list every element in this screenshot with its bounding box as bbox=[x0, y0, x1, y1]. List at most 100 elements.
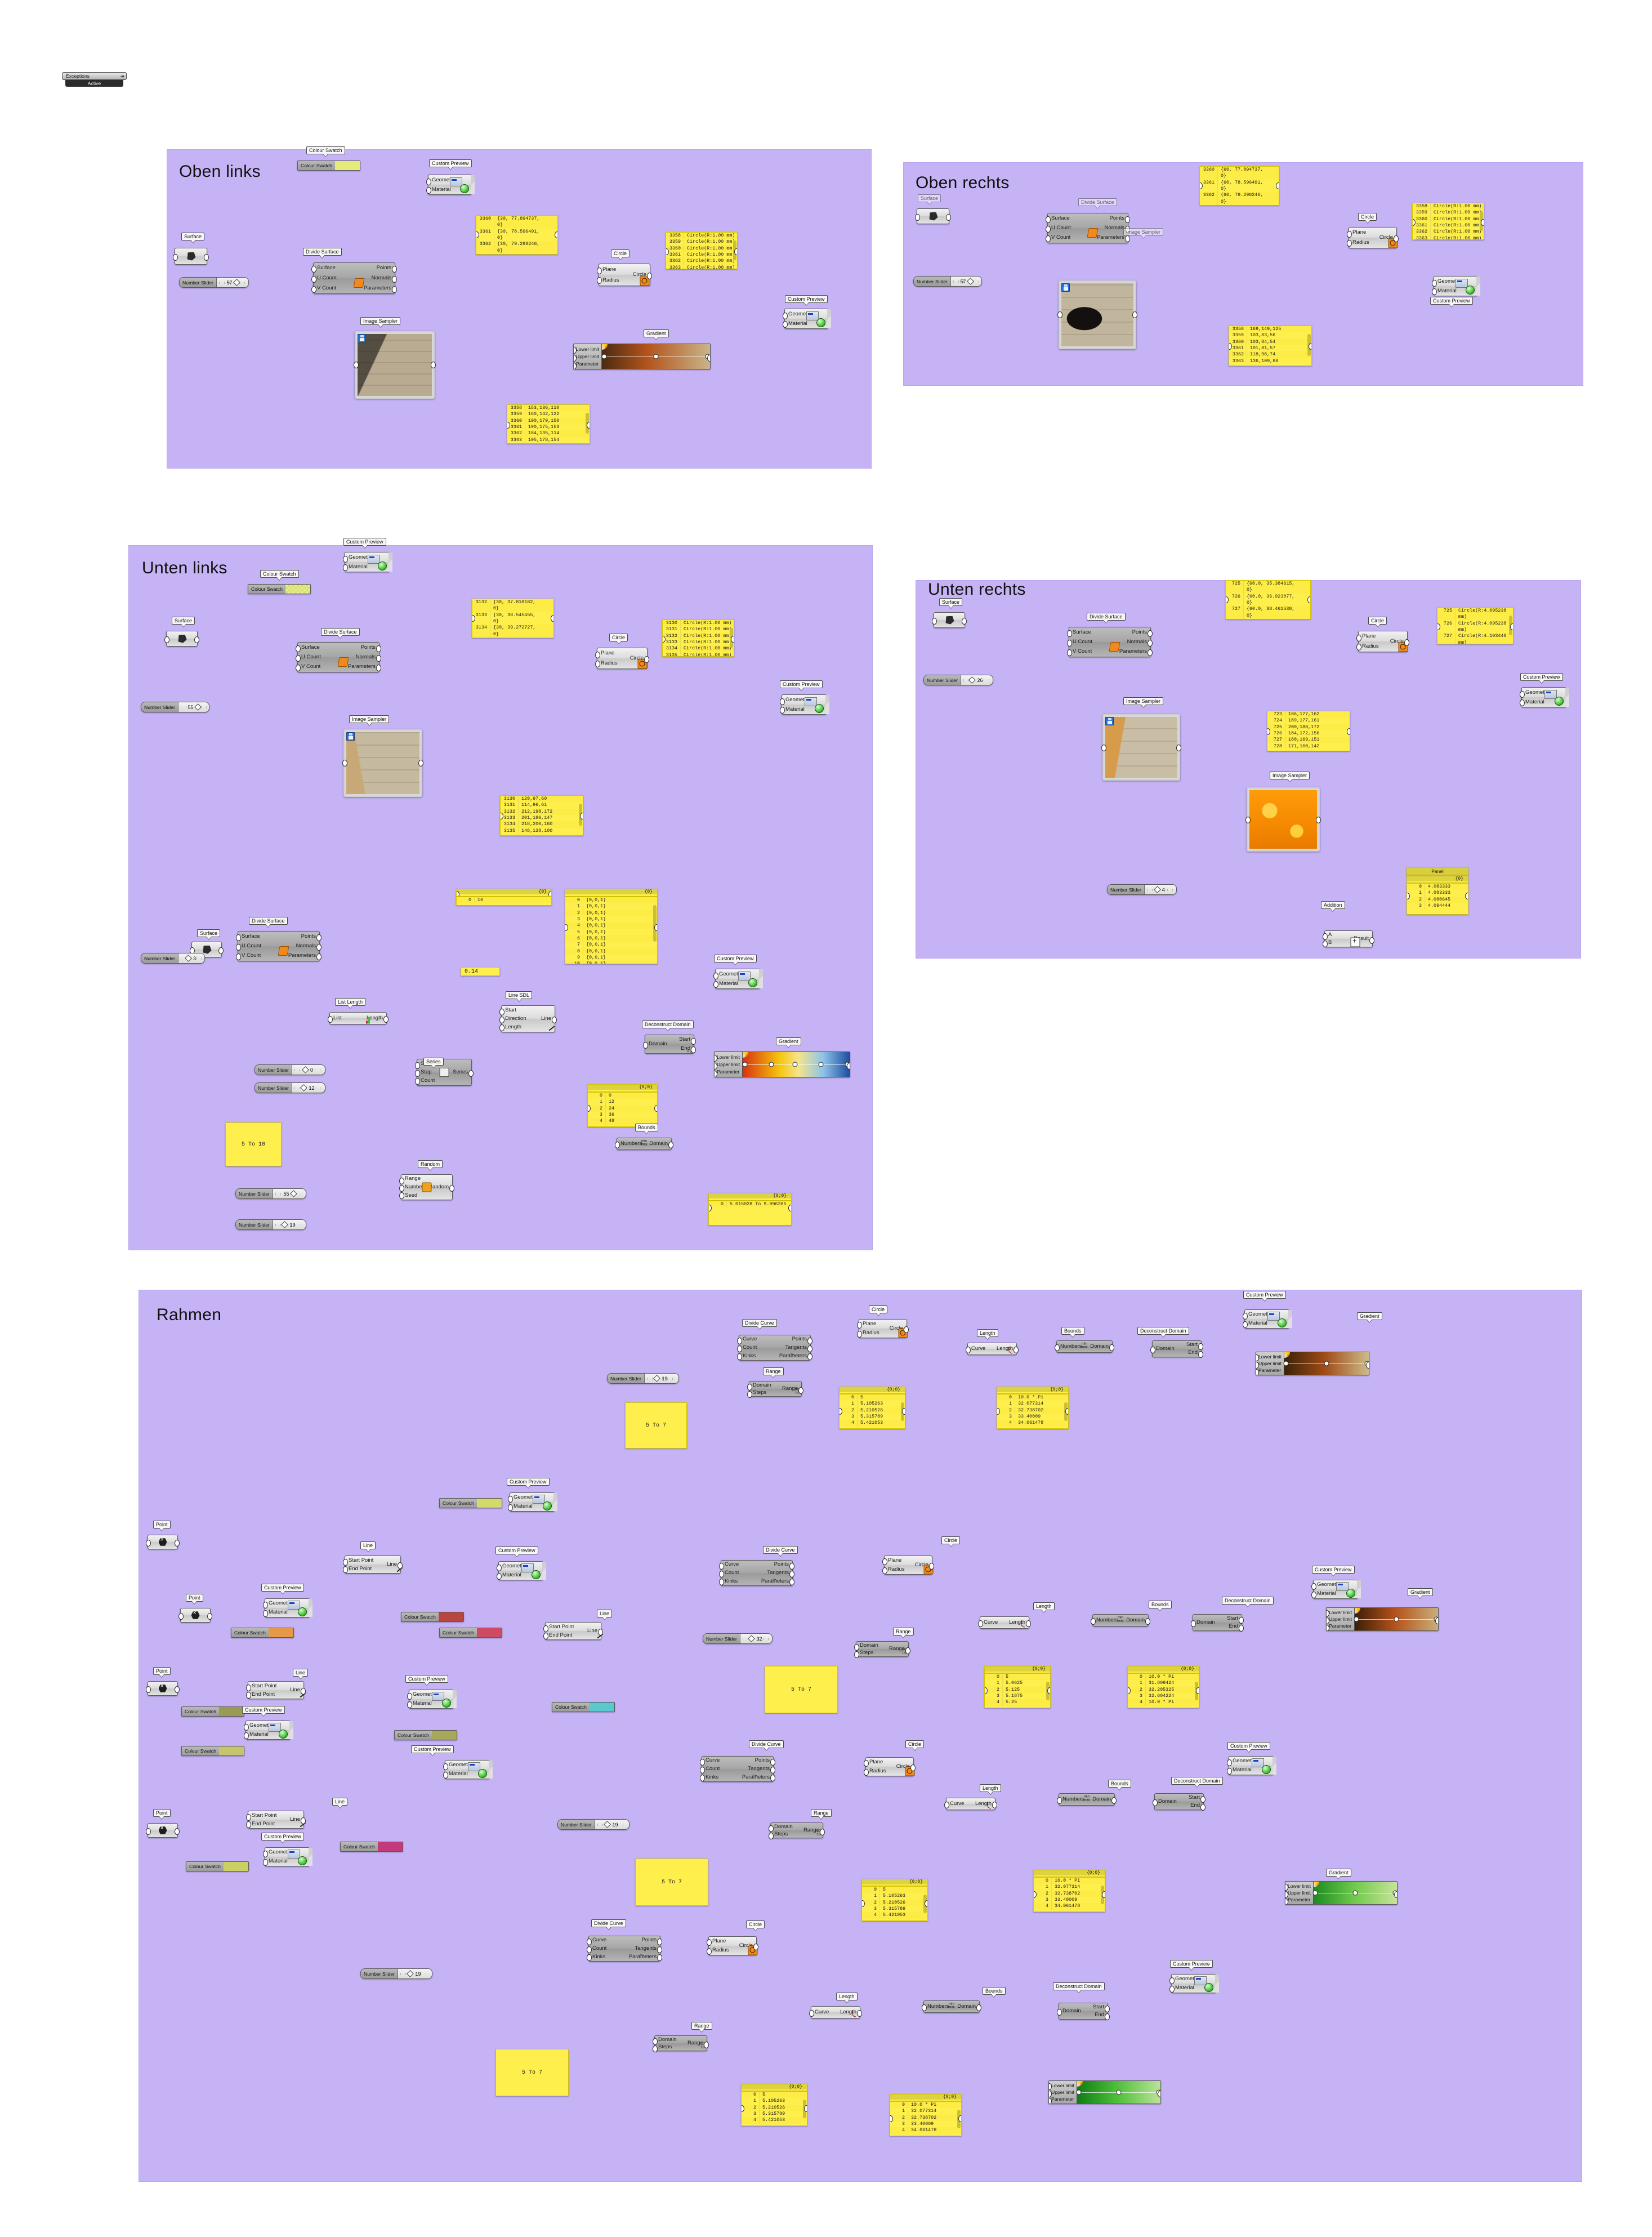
swatch-chip[interactable] bbox=[218, 1707, 244, 1716]
deconstruct-domain-rahmen-2[interactable]: Domain Start End bbox=[1191, 1614, 1244, 1632]
line-component-1[interactable]: Start Point End Point Line bbox=[343, 1556, 403, 1574]
panel-expr-rahmen-2[interactable]: 5 To 7 bbox=[765, 1666, 838, 1713]
divide-curve-1[interactable]: Curve Count Kinks Points Tangents Parame… bbox=[737, 1335, 812, 1361]
deconstruct-domain-rahmen-1[interactable]: Domain Start End bbox=[1150, 1340, 1203, 1358]
divide-curve-4[interactable]: Curve Count Kinks Points Tangents Parame… bbox=[587, 1936, 662, 1962]
custom-preview-unten-links[interactable]: Geometry Material bbox=[343, 552, 392, 572]
gradient-oben-links[interactable]: Lower limit Upper limit Parameter bbox=[573, 344, 711, 369]
panel-range-tag-r2[interactable]: {0;0} bbox=[984, 1666, 1051, 1673]
deconstruct-domain-rahmen-4[interactable]: Domain Start End bbox=[1057, 2003, 1110, 2020]
colour-swatch-r6[interactable]: Colour Swatch bbox=[181, 1746, 244, 1756]
swatch-chip[interactable] bbox=[438, 1612, 463, 1621]
divide-surface-component[interactable]: Surface U Count V Count Points Normals P… bbox=[311, 262, 397, 294]
image-sampler-unten-rechts-2[interactable] bbox=[1245, 787, 1321, 852]
number-slider-unten-links-div2[interactable]: Number Slider 3 bbox=[141, 953, 205, 964]
panel-range-tag-r3[interactable]: {0;0} bbox=[861, 1879, 928, 1886]
colour-swatch-r3[interactable]: Colour Swatch bbox=[401, 1612, 464, 1622]
colour-swatch-oben-links[interactable]: Colour Swatch bbox=[297, 161, 360, 171]
group-rahmen[interactable] bbox=[139, 1290, 1582, 2182]
number-slider-unten-links-top[interactable]: Number Slider 55 bbox=[141, 702, 209, 712]
circle-component-oben-rechts[interactable]: Plane Radius Circle bbox=[1347, 227, 1399, 248]
line-sdl-component[interactable]: Start Direction Length Line bbox=[499, 1005, 557, 1032]
panel-title-unten-rechts[interactable]: Panel bbox=[1407, 867, 1468, 876]
swatch-chip[interactable] bbox=[334, 161, 360, 170]
number-slider-random-range[interactable]: Number Slider 55 bbox=[235, 1188, 306, 1199]
number-slider-series-step[interactable]: Number Slider 12 bbox=[255, 1082, 325, 1093]
custom-preview-r-g[interactable]: Geometry Material bbox=[443, 1760, 493, 1779]
line-component-4[interactable]: Start Point End Point Line bbox=[246, 1811, 306, 1829]
line-component-2[interactable]: Start Point End Point Line bbox=[543, 1622, 603, 1640]
list-length-component[interactable]: List Length bbox=[328, 1012, 389, 1024]
divide-surface-unten-links-2[interactable]: Surface U Count V Count Points Normals P… bbox=[236, 931, 322, 961]
custom-preview-oben-links[interactable]: Geometry Material bbox=[426, 175, 475, 195]
gradient-band[interactable] bbox=[1354, 1608, 1438, 1630]
custom-preview-r-e[interactable]: Geometry Material bbox=[244, 1721, 293, 1740]
swatch-chip[interactable] bbox=[589, 1703, 614, 1712]
number-slider-oben-links[interactable]: Number Slider 57 bbox=[179, 277, 249, 288]
colour-swatch-r10[interactable]: Colour Swatch bbox=[340, 1842, 403, 1852]
circle-rahmen-2[interactable]: Plane Radius Circle bbox=[882, 1556, 934, 1575]
custom-preview-rahmen-4[interactable]: Geometry Material bbox=[1169, 1974, 1219, 1993]
swatch-chip[interactable] bbox=[218, 1746, 244, 1755]
custom-preview-rahmen-1[interactable]: Geometry Material bbox=[1243, 1309, 1292, 1329]
panel-vectors-tag[interactable]: {0} bbox=[565, 889, 658, 897]
circle-component-unten-rechts[interactable]: Plane Radius Circle bbox=[1356, 631, 1409, 652]
gradient-band[interactable] bbox=[742, 1052, 850, 1077]
custom-preview-oben-links-2[interactable]: Geometry Material bbox=[783, 309, 831, 329]
length-rahmen-4[interactable]: Curve Length bbox=[809, 2006, 862, 2018]
length-rahmen-1[interactable]: Curve Length bbox=[966, 1343, 1019, 1355]
swatch-chip[interactable] bbox=[223, 1862, 248, 1871]
surface-param-unten-rechts[interactable] bbox=[932, 612, 967, 628]
panel-series-tag[interactable]: {0;0} bbox=[587, 1084, 658, 1092]
deconstruct-domain-unten-links[interactable]: Domain 0 1 Start End bbox=[643, 1035, 696, 1054]
custom-preview-unten-rechts[interactable]: Geometry Material bbox=[1520, 687, 1569, 707]
panel-expr-rahmen-1[interactable]: 5 To 7 bbox=[625, 1402, 687, 1449]
custom-preview-rahmen-2[interactable]: Geometry Material bbox=[1311, 1580, 1361, 1599]
circle-rahmen-3[interactable]: Plane Radius Circle bbox=[864, 1757, 916, 1776]
custom-preview-r-b[interactable]: Geometry Material bbox=[497, 1561, 546, 1580]
number-slider-random-seed[interactable]: Number Slider 19 bbox=[235, 1219, 306, 1230]
swatch-chip[interactable] bbox=[268, 1628, 293, 1637]
colour-swatch-r1[interactable]: Colour Swatch bbox=[439, 1498, 502, 1508]
save-disk-icon[interactable] bbox=[1061, 283, 1070, 292]
panel-points-oben-rechts[interactable]: 3360{60, 77.894737, 0} 3361{60, 78.59649… bbox=[1199, 166, 1279, 206]
divide-surface-unten-rechts[interactable]: Surface U Count V Count Points Normals P… bbox=[1067, 627, 1153, 657]
panel-range-tag-r4[interactable]: {0;0} bbox=[741, 2084, 807, 2091]
custom-preview-r-d[interactable]: Geometry Material bbox=[407, 1690, 457, 1709]
exceptions-title-bar[interactable]: Exceptions ➜ bbox=[62, 72, 127, 80]
custom-preview-r-f[interactable]: Geometry Material bbox=[263, 1847, 312, 1866]
panel-expr-rahmen-3[interactable]: 5 To 7 bbox=[635, 1859, 708, 1906]
panel-list-length-unten-links[interactable]: {0} bbox=[456, 889, 552, 897]
custom-preview-r-a[interactable]: Geometry Material bbox=[508, 1492, 557, 1512]
gradient-rahmen-4[interactable]: Lower limit Upper limit Parameter bbox=[1048, 2080, 1161, 2104]
panel-expr-rahmen-4[interactable]: 5 To 7 bbox=[495, 2049, 569, 2096]
panel-length-tag-r2[interactable]: {0;0} bbox=[1127, 1666, 1199, 1673]
panel-points-unten-links[interactable]: 3132{30, 37.818182, 0} 3133{30, 38.54545… bbox=[472, 599, 554, 638]
divide-surface-unten-links[interactable]: Surface U Count V Count Points Normals P… bbox=[296, 642, 381, 672]
colour-swatch-r8[interactable]: Colour Swatch bbox=[394, 1730, 457, 1740]
swatch-chip[interactable] bbox=[377, 1842, 403, 1851]
addition-component[interactable]: A B Result bbox=[1323, 930, 1374, 947]
save-disk-icon[interactable] bbox=[1105, 717, 1114, 725]
divide-curve-2[interactable]: Curve Count Kinks Points Tangents Parame… bbox=[719, 1560, 794, 1586]
surface-param-unten-links[interactable] bbox=[164, 631, 199, 647]
custom-preview-unten-links-3[interactable]: Geometry Material bbox=[713, 969, 763, 989]
divide-curve-3[interactable]: Curve Count Kinks Points Tangents Parame… bbox=[700, 1756, 775, 1782]
save-disk-icon[interactable] bbox=[346, 732, 355, 741]
gradient-unten-links[interactable]: Lower limit Upper limit Parameter bbox=[714, 1051, 850, 1077]
